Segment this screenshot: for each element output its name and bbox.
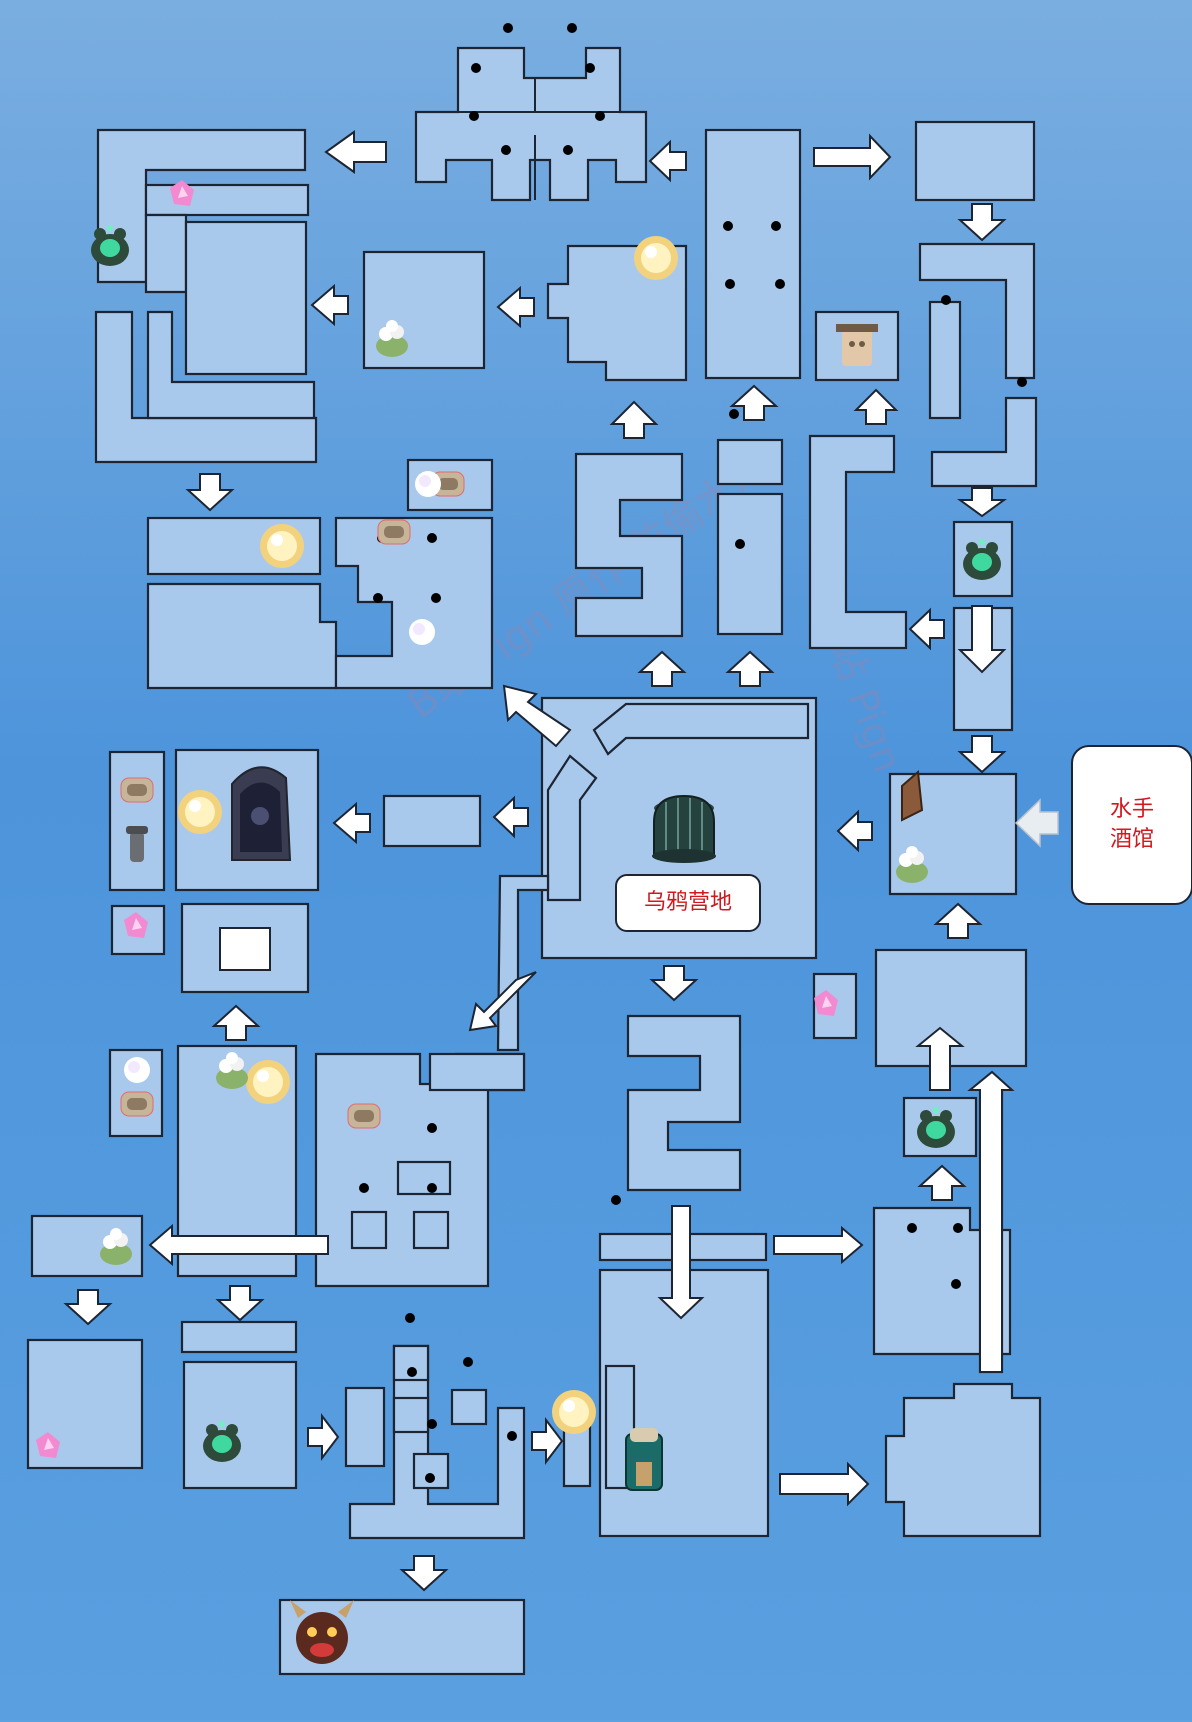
room-top-right <box>914 120 1036 202</box>
pearl-icon <box>124 1057 150 1083</box>
room-ladder-top <box>180 1320 298 1354</box>
pedestal-icon <box>836 324 878 366</box>
room-right-hook <box>918 242 1036 380</box>
room-top-left-upper-wing <box>144 213 188 294</box>
room-enemy-right-lower <box>872 1206 1012 1356</box>
glowing-orb-icon <box>178 790 222 834</box>
room-i-top <box>716 438 784 486</box>
corridor-camp-top <box>592 702 810 756</box>
room-maze-inner-2 <box>350 1210 388 1250</box>
lantern-icon <box>625 1428 663 1491</box>
room-top-left-lower-l2 <box>146 310 316 420</box>
room-empty-corridor <box>382 794 482 848</box>
room-maze-cell-a <box>392 1344 430 1382</box>
crow-camp-label: 乌鸦营地 <box>615 874 761 932</box>
pearl-icon <box>409 619 435 645</box>
room-mid-left-large <box>146 582 338 690</box>
room-i-bottom <box>716 492 784 636</box>
enemy-scarecrow-icon <box>560 23 584 76</box>
room-right-hook-2 <box>930 396 1038 488</box>
sailor-tavern-label-line1: 水手 <box>1109 797 1154 822</box>
room-maze-cell-b <box>392 1396 430 1434</box>
room-5 <box>574 452 684 638</box>
items <box>36 180 1001 1664</box>
corridor-diagonal <box>496 874 550 1052</box>
white-square-marker <box>219 927 271 971</box>
room-top-left-block <box>184 220 308 376</box>
pearl-icon <box>415 471 441 497</box>
glowing-orb-icon <box>634 236 678 280</box>
room-mid-left-maze <box>334 516 494 690</box>
chest-icon <box>120 777 154 803</box>
corridor-camp-left <box>546 754 598 902</box>
room-top-left-l <box>96 128 307 284</box>
room-maze-cell-d <box>412 1452 450 1490</box>
room-chest-lantern <box>108 750 166 892</box>
room-bottom-right <box>884 1382 1042 1538</box>
arrows <box>63 130 1059 1592</box>
room-right-column <box>928 300 962 420</box>
room-c <box>808 434 908 650</box>
lantern-icon <box>126 826 148 862</box>
room-maze-inner-1 <box>396 1160 452 1196</box>
room-small-bar <box>344 1386 386 1468</box>
room-maze-inner-3 <box>412 1210 450 1250</box>
chest-icon <box>347 1103 381 1129</box>
sailor-tavern-label: 水手 酒馆 <box>1071 745 1192 905</box>
sailor-tavern-label-line2: 酒馆 <box>1109 827 1154 852</box>
room-frog-bottom <box>182 1360 298 1490</box>
room-2 <box>626 1014 742 1192</box>
door-icon <box>231 766 292 861</box>
chest-icon <box>377 519 411 545</box>
chest-icon <box>120 1091 154 1117</box>
room-maze-cell-c <box>450 1388 488 1426</box>
room-top-left-lower-l <box>94 310 318 464</box>
glowing-orb-icon <box>552 1390 596 1434</box>
room-enemy-column <box>704 128 802 380</box>
glowing-orb-icon <box>246 1060 290 1104</box>
pink-crystal-icon <box>170 180 194 206</box>
boss-icon <box>290 1600 354 1664</box>
room-castle <box>414 46 648 202</box>
cage-icon <box>652 794 716 863</box>
door-icon <box>901 769 924 822</box>
room-enemy-maze-bottom <box>348 1344 526 1540</box>
room-top-left-strip <box>144 183 310 217</box>
glowing-orb-icon <box>260 524 304 568</box>
room-maze-top-right <box>428 1052 526 1092</box>
